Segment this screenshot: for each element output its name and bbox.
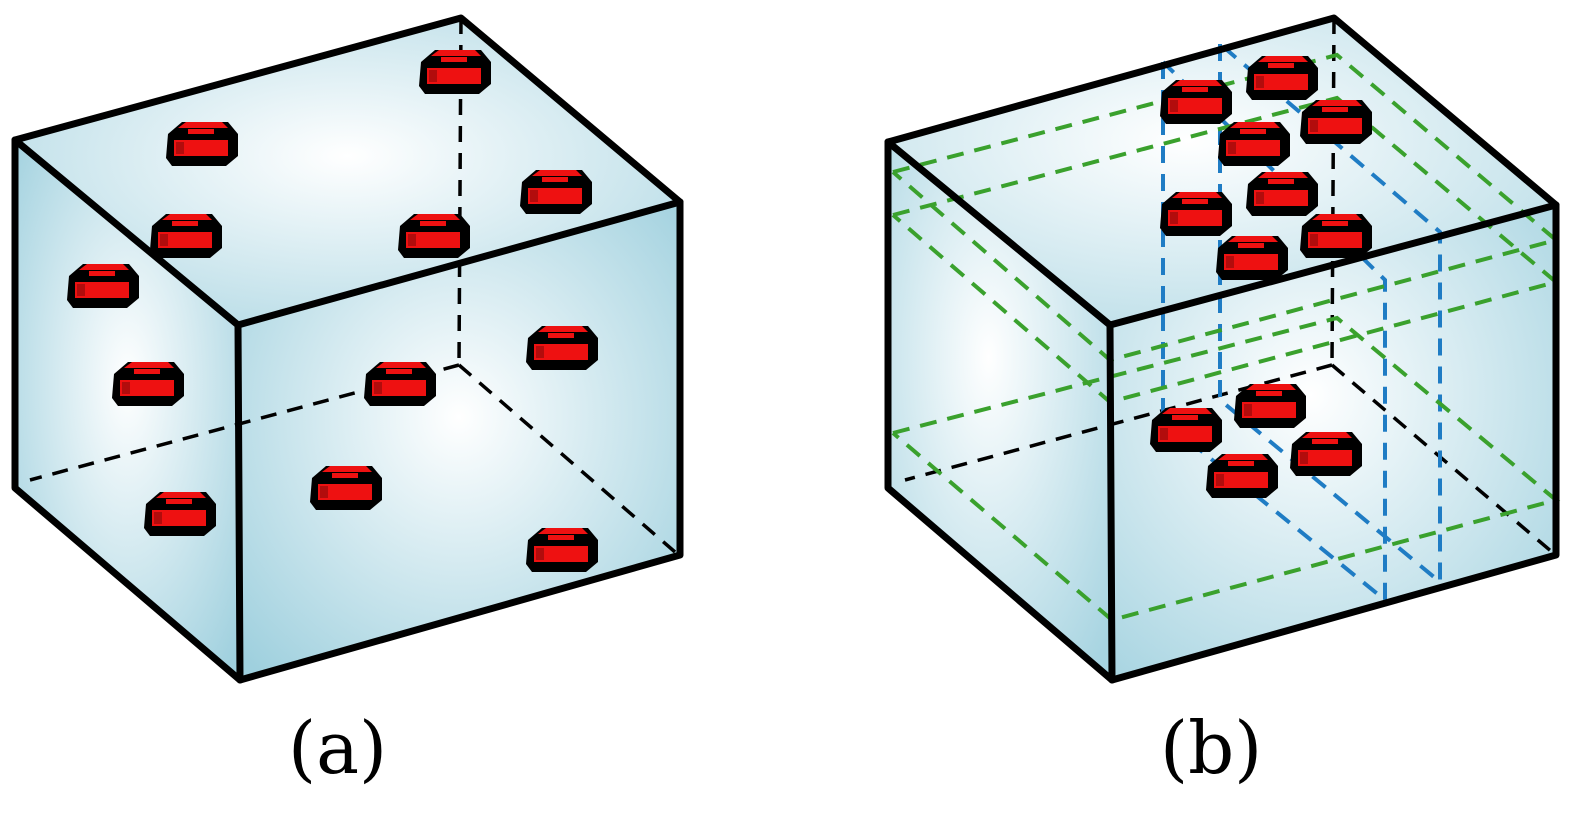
sensor <box>1206 454 1278 498</box>
cube-b-top-back-edges <box>884 14 1560 209</box>
sensor <box>520 170 592 214</box>
sensor <box>1300 214 1372 258</box>
sensor <box>112 362 184 406</box>
cube-b-front-vertical-edge <box>1106 321 1116 684</box>
sensor <box>526 528 598 572</box>
sensor <box>166 122 238 166</box>
sensor <box>1246 56 1318 100</box>
sensor <box>398 214 470 258</box>
sensor <box>1300 100 1372 144</box>
hidden-edge-back <box>904 363 1333 482</box>
sensor <box>1218 122 1290 166</box>
sensor <box>1160 80 1232 124</box>
sensor <box>1290 432 1362 476</box>
cube-a-top-back-edges <box>11 14 684 206</box>
blue-plane <box>1218 42 1442 587</box>
sensor <box>1160 192 1232 236</box>
sensor <box>1216 236 1288 280</box>
cube-a <box>11 14 684 684</box>
green-plane <box>891 95 1561 405</box>
panel-b-label: (b) <box>1160 706 1263 790</box>
cube-b <box>884 14 1561 684</box>
sensor <box>144 492 216 536</box>
hidden-edge-depth <box>457 363 677 554</box>
sensor <box>419 50 491 94</box>
sensor <box>150 214 222 258</box>
hidden-edge-vertical <box>1330 17 1336 366</box>
sensor <box>364 362 436 406</box>
sensor <box>526 326 598 370</box>
sensor <box>67 264 139 308</box>
panel-a-label: (a) <box>288 706 388 790</box>
cube-a-front-vertical-edge <box>234 321 244 684</box>
sensor <box>1150 408 1222 452</box>
sensor <box>310 466 382 510</box>
green-plane <box>891 52 1561 363</box>
sensor <box>1246 172 1318 216</box>
sensor <box>1234 384 1306 428</box>
hidden-edge-back <box>29 363 460 482</box>
cube-b-left-face <box>888 142 1112 680</box>
